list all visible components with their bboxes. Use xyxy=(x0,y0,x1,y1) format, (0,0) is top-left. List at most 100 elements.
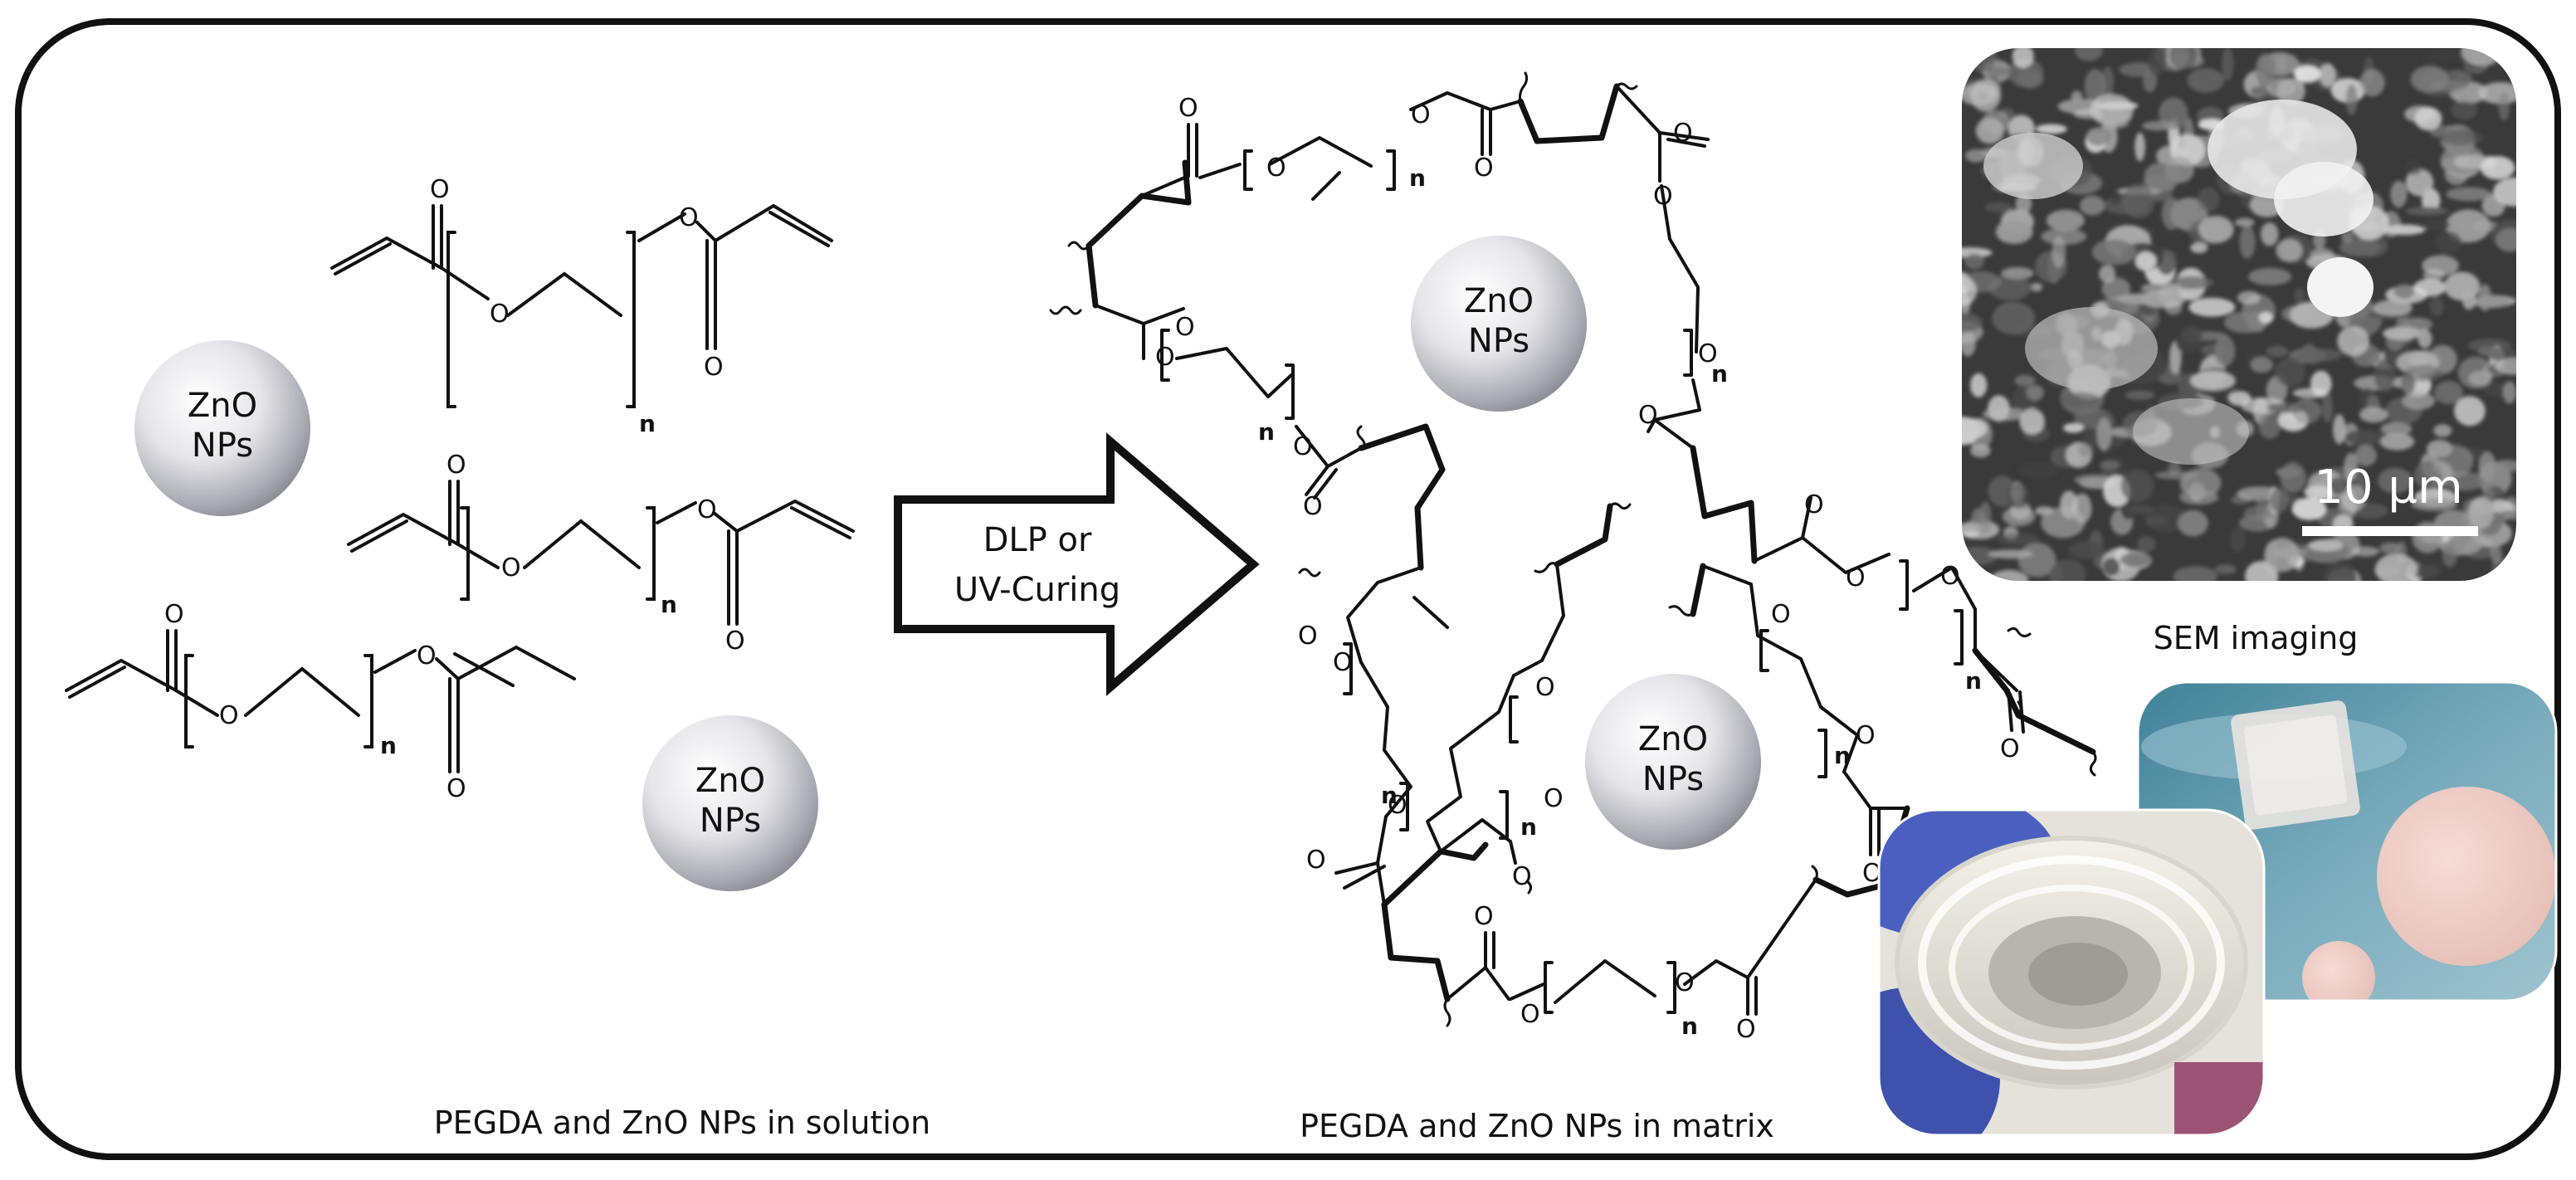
oxygen-label: O xyxy=(1333,648,1353,677)
sem-grain xyxy=(2468,370,2492,387)
sem-grain xyxy=(2266,345,2289,358)
sem-grain xyxy=(2135,251,2157,271)
sem-grain xyxy=(2280,461,2306,494)
sem-grain xyxy=(2451,100,2477,120)
svg-text:ZnO: ZnO xyxy=(1638,720,1708,758)
sem-grain xyxy=(2402,392,2435,410)
oxygen-label: O xyxy=(164,600,184,629)
sem-grain xyxy=(1992,301,2035,335)
sem-grain xyxy=(1970,373,1988,397)
sem-grain xyxy=(2026,384,2044,401)
caption-sem: SEM imaging xyxy=(2154,620,2359,656)
sem-grain xyxy=(2190,241,2208,254)
svg-text:ZnO: ZnO xyxy=(695,762,765,800)
sem-grain xyxy=(2084,69,2106,104)
repeat-subscript: n xyxy=(639,410,656,437)
svg-text:NPs: NPs xyxy=(700,802,761,840)
sem-grain xyxy=(2492,460,2518,472)
sem-grain xyxy=(2292,388,2329,398)
svg-text:NPs: NPs xyxy=(1642,760,1704,798)
sem-grain xyxy=(2237,290,2261,305)
sem-grain xyxy=(2071,90,2083,102)
oxygen-label: O xyxy=(446,774,466,803)
sem-grain xyxy=(2480,156,2515,180)
sem-grain xyxy=(1995,219,2033,244)
sem-grain xyxy=(2333,414,2346,445)
sem-grain xyxy=(2258,311,2274,324)
sem-grain xyxy=(2090,94,2134,126)
sem-image: 10 µm xyxy=(1959,45,2520,584)
sem-grain xyxy=(2120,469,2154,503)
sem-grain xyxy=(2234,217,2255,227)
oxygen-label: O xyxy=(1736,1015,1756,1044)
sem-grain xyxy=(2359,407,2388,423)
sem-grain xyxy=(2001,266,2034,280)
sem-grain xyxy=(2405,168,2434,197)
sem-grain xyxy=(2059,392,2100,407)
sem-grain xyxy=(2446,187,2492,202)
sem-grain xyxy=(2125,390,2155,400)
sem-grain xyxy=(2247,267,2292,285)
oxygen-label: O xyxy=(430,175,450,204)
sem-grain xyxy=(2404,159,2422,176)
process-arrow: DLP or UV-Curing xyxy=(894,432,1260,696)
zno-nanoparticle: ZnO NPs xyxy=(642,715,818,891)
sem-grain xyxy=(2110,189,2122,207)
sem-grain xyxy=(2411,498,2458,511)
sem-grain xyxy=(2502,381,2517,404)
sem-grain xyxy=(2041,228,2086,245)
oxygen-label: O xyxy=(697,495,717,524)
oxygen-label: O xyxy=(704,353,724,382)
oxygen-label: O xyxy=(1638,401,1658,430)
sem-grain xyxy=(2197,187,2220,212)
oxygen-label: O xyxy=(1535,673,1555,702)
sem-grain xyxy=(2490,544,2502,564)
repeat-subscript: n xyxy=(1834,742,1851,769)
sem-grain xyxy=(2328,477,2349,495)
sem-grain xyxy=(2245,561,2279,583)
sem-grain xyxy=(2102,558,2120,576)
sem-grain xyxy=(2433,424,2452,437)
sem-grain xyxy=(2374,358,2396,393)
oxygen-label: O xyxy=(1298,622,1318,651)
oxygen-label: O xyxy=(679,203,699,232)
sem-grain xyxy=(1984,202,2013,213)
sem-grain xyxy=(2198,216,2234,243)
repeat-subscript: n xyxy=(1409,164,1426,192)
sem-grain xyxy=(2323,561,2356,583)
sem-grain xyxy=(2344,429,2383,446)
sem-grain xyxy=(2116,293,2164,305)
oxygen-label: O xyxy=(1771,600,1791,629)
sem-grain xyxy=(2434,231,2462,253)
oxygen-label: O xyxy=(1862,859,1882,888)
sem-grain xyxy=(2031,282,2043,292)
oxygen-label: O xyxy=(725,627,745,656)
sem-grain xyxy=(2384,224,2426,236)
sem-grain xyxy=(2062,422,2085,433)
oxygen-label: O xyxy=(1306,846,1326,875)
sem-grain xyxy=(2437,129,2484,146)
repeat-subscript: n xyxy=(1711,360,1728,388)
sem-grain xyxy=(2250,85,2270,97)
sem-grain xyxy=(2006,483,2031,509)
oxygen-label: O xyxy=(1303,492,1323,521)
sem-grain xyxy=(2224,311,2266,334)
sem-grain xyxy=(2250,357,2273,373)
sem-grain xyxy=(2304,485,2333,500)
sem-grain xyxy=(1970,79,2002,112)
scale-bar-label: 10 µm xyxy=(2314,461,2462,514)
sem-grain xyxy=(2157,285,2183,307)
sem-grain xyxy=(2052,236,2066,269)
photo-printed-samples xyxy=(2136,680,2558,1002)
sem-grain xyxy=(2390,180,2408,208)
sem-grain xyxy=(2142,120,2176,131)
sem-grain xyxy=(2478,82,2518,105)
sem-grain xyxy=(2379,542,2402,554)
zno-nanoparticle: ZnO NPs xyxy=(1585,674,1761,850)
sem-grain xyxy=(2382,326,2422,340)
sem-grain xyxy=(2378,467,2413,494)
scale-bar xyxy=(2302,526,2478,536)
sem-grain xyxy=(1970,443,1991,458)
oxygen-label: O xyxy=(219,701,239,730)
